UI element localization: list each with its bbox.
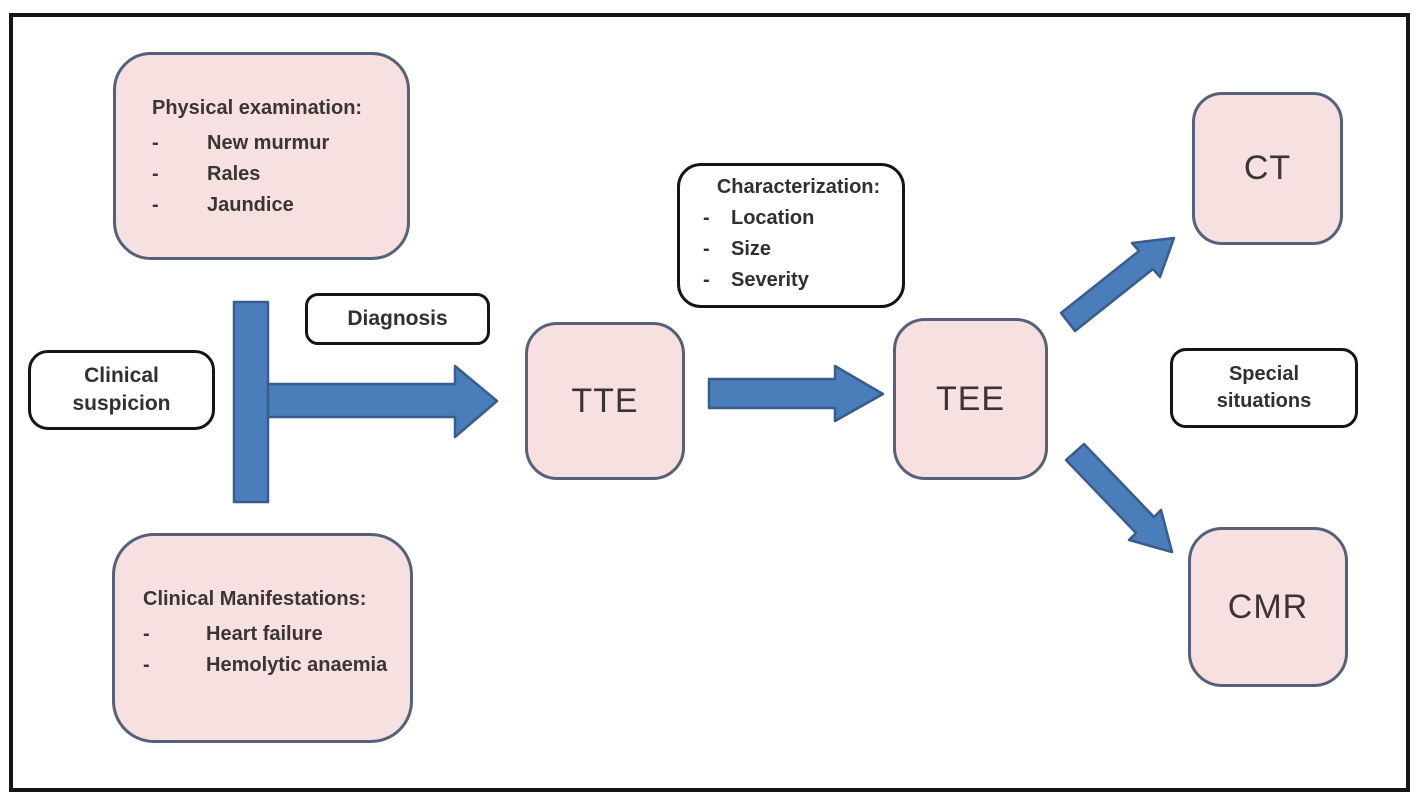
arrow-tee-to-ct — [1059, 236, 1176, 333]
tte-label: TTE — [571, 381, 639, 420]
bullet-dash: - — [152, 163, 159, 185]
clinical-manifestations-title: Clinical Manifestations: — [143, 588, 367, 610]
bullet-dash: - — [143, 654, 150, 676]
characterization-item: Size — [731, 238, 772, 260]
bullet-dash: - — [152, 132, 159, 154]
characterization-title: Characterization: — [716, 176, 881, 198]
node-ct: CT — [1192, 92, 1343, 245]
list-item: - Jaundice — [152, 190, 391, 221]
physical-examination-title: Physical examination: — [152, 97, 363, 119]
tee-label: TEE — [935, 379, 1006, 418]
bullet-dash: - — [703, 269, 710, 291]
characterization-item: Location — [731, 207, 815, 229]
physical-examination-item: Rales — [207, 163, 261, 185]
cmr-label: CMR — [1227, 587, 1309, 626]
node-clinical-manifestations: Clinical Manifestations: - Heart failure… — [112, 533, 413, 743]
node-cmr: CMR — [1188, 527, 1348, 687]
label-characterization: Characterization: - Location - Size - Se… — [677, 163, 905, 308]
diagram-frame — [9, 13, 1410, 792]
arrow-tte-to-tee — [707, 364, 885, 423]
clinical-manifestations-item: Heart failure — [206, 623, 323, 645]
characterization-item: Severity — [731, 269, 809, 291]
arrow-junction-to-tte — [266, 364, 499, 439]
physical-examination-item: Jaundice — [207, 194, 294, 216]
arrow-tee-to-cmr — [1064, 442, 1174, 554]
list-item: - Heart failure — [143, 619, 398, 650]
list-item: - Severity — [703, 265, 894, 296]
physical-examination-item: New murmur — [207, 132, 330, 154]
list-item: - Rales — [152, 159, 391, 190]
junction-bar-shape — [232, 300, 270, 504]
node-tte: TTE — [525, 322, 685, 480]
bullet-dash: - — [703, 238, 710, 260]
bullet-dash: - — [152, 194, 159, 216]
list-item: - New murmur — [152, 128, 391, 159]
node-physical-examination: Physical examination: - New murmur - Ral… — [113, 52, 410, 260]
label-diagnosis: Diagnosis — [305, 293, 490, 345]
list-item: - Hemolytic anaemia — [143, 650, 398, 681]
bullet-dash: - — [143, 623, 150, 645]
diagnosis-text: Diagnosis — [347, 307, 448, 330]
list-item: - Location — [703, 203, 894, 234]
clinical-manifestations-item: Hemolytic anaemia — [206, 654, 388, 676]
list-item: - Size — [703, 234, 894, 265]
clinical-suspicion-text: Clinical suspicion — [72, 364, 171, 415]
label-clinical-suspicion: Clinical suspicion — [28, 350, 215, 430]
ct-label: CT — [1243, 149, 1292, 187]
special-situations-text: Special situations — [1216, 363, 1312, 412]
node-tee: TEE — [893, 318, 1048, 480]
bullet-dash: - — [703, 207, 710, 229]
label-special-situations: Special situations — [1170, 348, 1358, 428]
